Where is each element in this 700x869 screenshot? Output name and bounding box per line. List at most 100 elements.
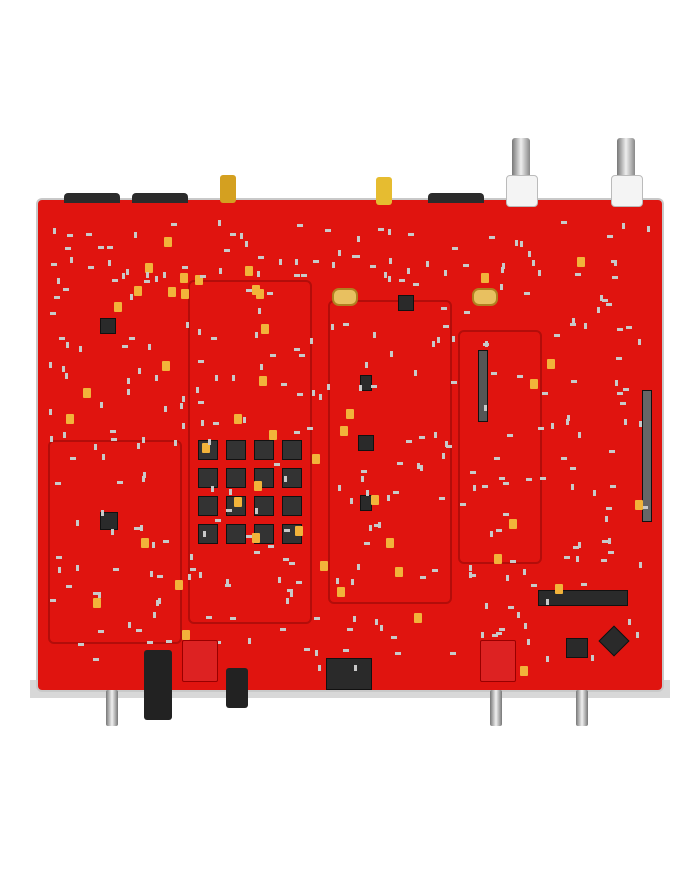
smd-part [349, 497, 353, 504]
smd-part [601, 299, 608, 303]
smd-part [210, 336, 217, 340]
smd-part [112, 279, 119, 282]
smd-part [65, 373, 69, 380]
toggle-switch[interactable] [182, 640, 218, 682]
smd-part [507, 606, 514, 610]
smd-part [295, 526, 304, 537]
smd-part [431, 340, 435, 347]
smd-part [127, 377, 131, 384]
smd-part [527, 638, 531, 645]
smd-part [444, 441, 448, 448]
smd-part [564, 556, 571, 560]
smd-part [343, 649, 350, 653]
smd-part [608, 551, 615, 555]
smd-part [282, 557, 289, 561]
smd-part [592, 489, 596, 496]
smd-part [312, 390, 316, 397]
smd-part [155, 374, 159, 381]
smd-part [555, 583, 564, 594]
smd-part [198, 400, 205, 404]
smd-part [491, 372, 498, 375]
smd-part [153, 611, 157, 618]
smd-part [239, 233, 243, 240]
smd-part [626, 325, 633, 329]
smd-part [49, 598, 56, 602]
smd-part [156, 574, 163, 578]
smd-part [520, 241, 524, 248]
smd-part [181, 630, 190, 641]
smd-part [419, 465, 423, 472]
smd-part [140, 538, 149, 549]
smd-part [55, 555, 62, 559]
smd-part [616, 392, 623, 396]
smd-part [290, 590, 294, 597]
smd-part [190, 554, 194, 561]
smd-part [571, 484, 575, 491]
smd-part [469, 574, 476, 578]
smd-part [66, 233, 73, 237]
smd-part [516, 375, 523, 379]
smd-part [161, 361, 170, 372]
smd-part [468, 572, 472, 579]
smd-part [502, 513, 509, 517]
knob-shaft[interactable] [106, 690, 118, 726]
smd-part [601, 539, 608, 543]
smd-part [484, 405, 488, 412]
smd-part [567, 414, 571, 421]
smd-part [545, 655, 549, 662]
smd-part [431, 569, 438, 573]
smd-part [97, 630, 104, 634]
smd-part [150, 570, 154, 577]
smd-part [369, 524, 373, 531]
smd-part [254, 331, 258, 338]
smd-part [137, 367, 141, 374]
smd-part [226, 508, 233, 512]
smd-part [181, 288, 190, 299]
smd-part [245, 240, 249, 247]
smd-part [572, 317, 576, 324]
smd-part [65, 414, 74, 425]
smd-part [210, 485, 214, 492]
smd-part [576, 556, 580, 562]
smd-part [128, 336, 135, 340]
smd-part [532, 260, 535, 267]
smd-part [234, 413, 243, 424]
smd-part [337, 249, 341, 256]
bnc-base [611, 175, 643, 207]
mosfet [198, 524, 218, 544]
smd-part [523, 569, 527, 576]
smd-part [107, 259, 111, 266]
smd-part [320, 560, 329, 571]
smd-part [296, 392, 303, 396]
knob-shaft[interactable] [576, 690, 588, 726]
smd-part [128, 621, 132, 628]
ground-plane-outline [328, 300, 452, 604]
smd-part [450, 652, 457, 656]
smd-part [54, 482, 61, 486]
smd-part [609, 450, 616, 454]
smd-part [578, 542, 582, 549]
rca-jack [220, 175, 236, 203]
smd-part [57, 567, 61, 574]
toggle-switch[interactable] [480, 640, 516, 682]
smd-part [171, 223, 178, 227]
smd-part [254, 480, 263, 491]
smd-part [312, 260, 319, 264]
smd-part [503, 482, 510, 486]
smd-part [198, 571, 202, 578]
smd-part [113, 302, 122, 313]
smd-part [601, 559, 608, 563]
smd-part [470, 471, 477, 475]
smd-part [242, 417, 246, 424]
smd-part [93, 444, 97, 451]
smd-part [293, 274, 300, 278]
smd-part [166, 640, 173, 644]
knob-shaft[interactable] [490, 690, 502, 726]
xlr-connector [428, 193, 484, 203]
smd-part [58, 336, 65, 340]
smd-part [551, 422, 555, 429]
smd-part [256, 271, 260, 278]
mosfet [282, 468, 302, 488]
smd-part [75, 565, 79, 572]
smd-part [361, 476, 365, 483]
